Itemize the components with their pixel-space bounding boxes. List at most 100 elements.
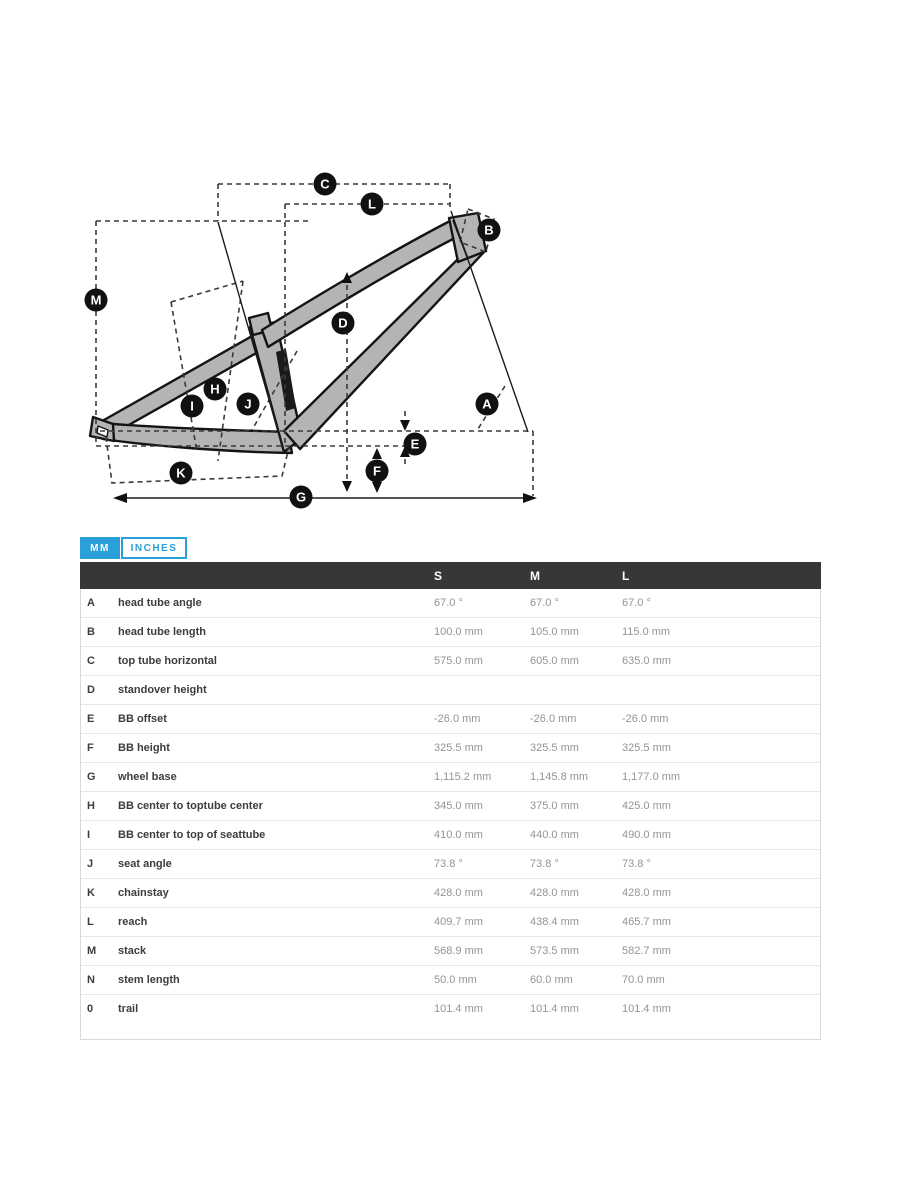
units-toggle: MM INCHES <box>80 537 187 559</box>
row-value-m: 428.0 mm <box>530 887 579 899</box>
svg-text:F: F <box>373 464 381 479</box>
row-name: head tube angle <box>118 597 202 609</box>
row-value-l: 425.0 mm <box>622 800 671 812</box>
svg-text:G: G <box>296 490 306 505</box>
row-value-l: 465.7 mm <box>622 916 671 928</box>
row-value-l: 115.0 mm <box>622 626 671 638</box>
row-value-m: 101.4 mm <box>530 1003 579 1015</box>
row-letter: N <box>87 974 95 986</box>
row-name: stack <box>118 945 147 957</box>
row-letter: J <box>87 858 94 870</box>
row-value-s: 101.4 mm <box>434 1003 483 1015</box>
row-letter: K <box>87 887 95 899</box>
row-value-l: 635.0 mm <box>622 655 671 667</box>
row-letter: A <box>87 597 95 609</box>
diagram-labels: A B C D E F G HI J K L M <box>84 172 501 509</box>
diagram-label-B: B <box>477 218 501 242</box>
diagram-label-I: I <box>180 394 204 418</box>
row-letter: I <box>87 829 91 841</box>
row-value-s: 345.0 mm <box>434 800 483 812</box>
row-value-m: -26.0 mm <box>530 713 577 725</box>
row-value-s: 50.0 mm <box>434 974 477 986</box>
row-name: chainstay <box>118 887 169 899</box>
row-value-l: 325.5 mm <box>622 742 671 754</box>
row-letter: E <box>87 713 95 725</box>
row-name: BB center to toptube center <box>118 800 263 812</box>
row-name: BB offset <box>118 713 167 725</box>
diagram-label-M: M <box>84 288 108 312</box>
row-name: reach <box>118 916 148 928</box>
row-value-m: 73.8 ° <box>530 858 559 870</box>
diagram-label-K: K <box>169 461 193 485</box>
table-row: 0 trail 101.4 mm 101.4 mm 101.4 mm <box>81 994 820 1023</box>
row-value-m: 67.0 ° <box>530 597 559 609</box>
header-size-l: L <box>622 568 630 583</box>
row-value-s: 409.7 mm <box>434 916 483 928</box>
tab-mm[interactable]: MM <box>80 537 120 559</box>
svg-text:H: H <box>210 382 219 397</box>
svg-text:L: L <box>368 197 376 212</box>
diagram-label-J: J <box>236 392 260 416</box>
row-letter: D <box>87 684 95 696</box>
row-value-l: 73.8 ° <box>622 858 651 870</box>
row-value-l: 101.4 mm <box>622 1003 671 1015</box>
row-name: top tube horizontal <box>118 655 217 667</box>
row-letter: F <box>87 742 94 754</box>
bike-frame <box>88 211 488 455</box>
diagram-label-L: L <box>360 192 384 216</box>
row-name: seat angle <box>118 858 172 870</box>
svg-text:D: D <box>338 316 347 331</box>
row-value-l: 67.0 ° <box>622 597 651 609</box>
row-value-m: 438.4 mm <box>530 916 579 928</box>
table-header: S M L <box>80 562 821 589</box>
svg-text:A: A <box>482 397 492 412</box>
row-letter: C <box>87 655 95 667</box>
svg-text:J: J <box>244 397 251 412</box>
row-name: stem length <box>118 974 180 986</box>
row-value-s: -26.0 mm <box>434 713 481 725</box>
row-value-s: 67.0 ° <box>434 597 463 609</box>
svg-text:C: C <box>320 177 330 192</box>
svg-text:B: B <box>484 223 493 238</box>
row-value-m: 105.0 mm <box>530 626 579 638</box>
row-value-l: 1,177.0 mm <box>622 771 681 783</box>
row-value-m: 573.5 mm <box>530 945 579 957</box>
diagram-label-G: G <box>289 485 313 509</box>
row-value-l: 70.0 mm <box>622 974 665 986</box>
row-letter: M <box>87 945 97 957</box>
row-letter: H <box>87 800 95 812</box>
tab-inches[interactable]: INCHES <box>121 537 187 559</box>
row-name: BB center to top of seattube <box>118 829 266 841</box>
geometry-diagram: A B C D E F G HI J K L M <box>84 172 537 509</box>
row-name: standover height <box>118 684 207 696</box>
svg-text:E: E <box>411 437 420 452</box>
row-name: BB height <box>118 742 170 754</box>
row-letter: 0 <box>87 1003 94 1015</box>
row-value-m: 605.0 mm <box>530 655 579 667</box>
row-letter: G <box>87 771 96 783</box>
diagram-label-C: C <box>313 172 337 196</box>
header-size-m: M <box>530 568 541 583</box>
row-value-s: 73.8 ° <box>434 858 463 870</box>
header-size-s: S <box>434 568 443 583</box>
row-name: head tube length <box>118 626 206 638</box>
diagram-label-A: A <box>475 392 499 416</box>
row-name: trail <box>118 1003 139 1015</box>
row-value-l: 428.0 mm <box>622 887 671 899</box>
